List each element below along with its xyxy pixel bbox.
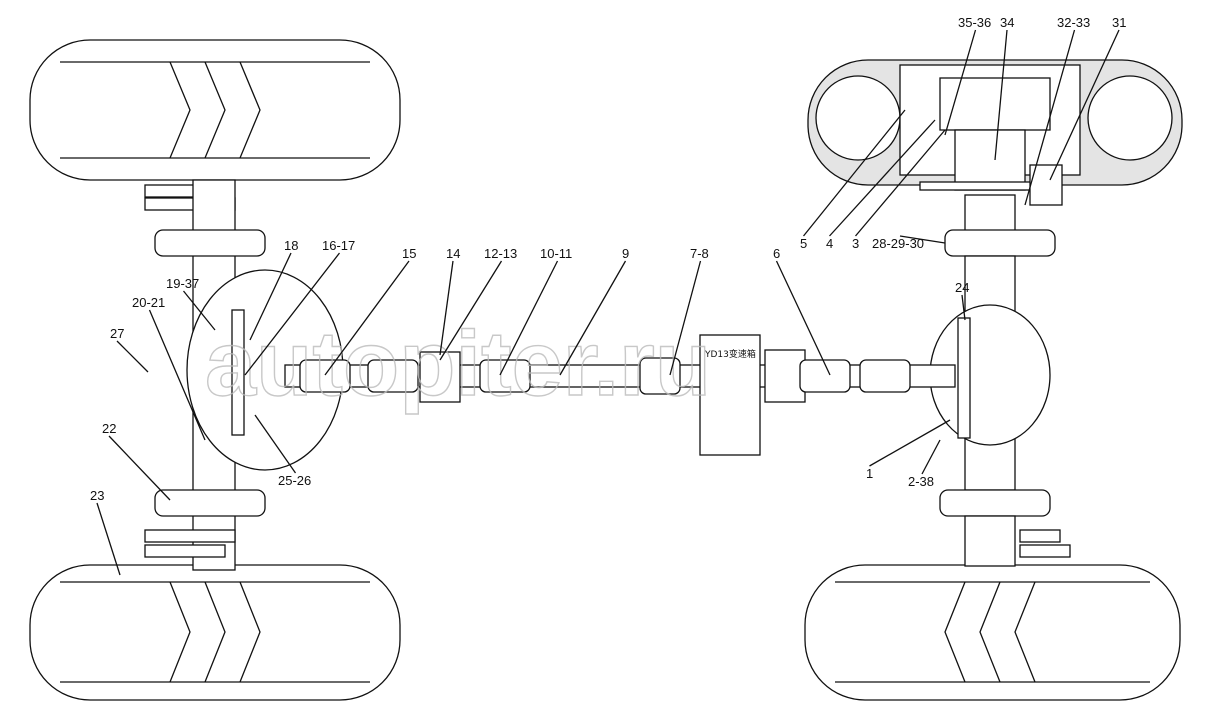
callout-leader-line (559, 260, 627, 376)
callout-label-22: 22 (102, 421, 116, 436)
callout-label-3: 3 (852, 236, 859, 251)
callout-label-9: 9 (622, 246, 629, 261)
tire-rear-left (29, 564, 401, 701)
callout-label-31: 31 (1112, 15, 1126, 30)
callout-label-16-17: 16-17 (322, 238, 355, 253)
callout-leader-line (108, 435, 171, 501)
callout-leader-line (869, 419, 951, 467)
callout-leader-line (244, 252, 341, 376)
callout-leader-line (1049, 29, 1120, 181)
callout-label-35-36: 35-36 (958, 15, 991, 30)
callout-label-23: 23 (90, 488, 104, 503)
callout-label-7-8: 7-8 (690, 246, 709, 261)
callout-label-18: 18 (284, 238, 298, 253)
callout-label-12-13: 12-13 (484, 246, 517, 261)
callout-label-25-26: 25-26 (278, 473, 311, 488)
callout-leader-line (324, 260, 410, 376)
callout-leader-line (439, 260, 454, 356)
callout-leader-line (775, 260, 831, 376)
tire-rear-right (804, 564, 1181, 701)
callout-leader-line (899, 235, 946, 244)
callout-leader-line (944, 29, 977, 136)
callout-leader-line (829, 119, 936, 237)
callout-leader-line (148, 309, 206, 441)
callout-leader-line (96, 502, 121, 576)
callout-label-14: 14 (446, 246, 460, 261)
callout-leader-line (116, 340, 149, 373)
callout-label-27: 27 (110, 326, 124, 341)
callout-leader-line (249, 252, 292, 341)
gearbox: YD13变速箱 (699, 334, 761, 456)
callout-leader-line (182, 290, 216, 331)
watermark: autopiter.ru (205, 313, 711, 415)
callout-label-32-33: 32-33 (1057, 15, 1090, 30)
callout-label-6: 6 (773, 246, 780, 261)
driveshaft (284, 349, 956, 403)
axle-right (929, 194, 1071, 567)
callout-leader-line (499, 260, 559, 376)
callout-leader-line (1024, 29, 1076, 206)
callout-leader-line (961, 294, 966, 321)
callout-label-5: 5 (800, 236, 807, 251)
tire-front-left (29, 39, 401, 181)
callout-leader-line (439, 260, 503, 361)
callout-leader-line (921, 439, 941, 475)
callout-label-15: 15 (402, 246, 416, 261)
callout-label-2-38: 2-38 (908, 474, 934, 489)
callout-label-28-29-30: 28-29-30 (872, 236, 924, 251)
callout-label-34: 34 (1000, 15, 1014, 30)
callout-label-10-11: 10-11 (540, 246, 572, 261)
callout-leader-line (669, 260, 702, 376)
callout-leader-line (855, 129, 946, 237)
callout-label-1: 1 (866, 466, 873, 481)
callout-label-20-21: 20-21 (132, 295, 165, 310)
callout-label-4: 4 (826, 236, 833, 251)
callout-leader-line (994, 29, 1008, 161)
callout-label-24: 24 (955, 280, 969, 295)
tire-front-right-section (807, 59, 1183, 206)
callout-leader-line (802, 109, 906, 237)
gearbox-label: YD13变速箱 (704, 348, 756, 360)
callout-label-19-37: 19-37 (166, 276, 199, 291)
axle-left (144, 179, 344, 571)
callout-leader-line (254, 414, 297, 474)
